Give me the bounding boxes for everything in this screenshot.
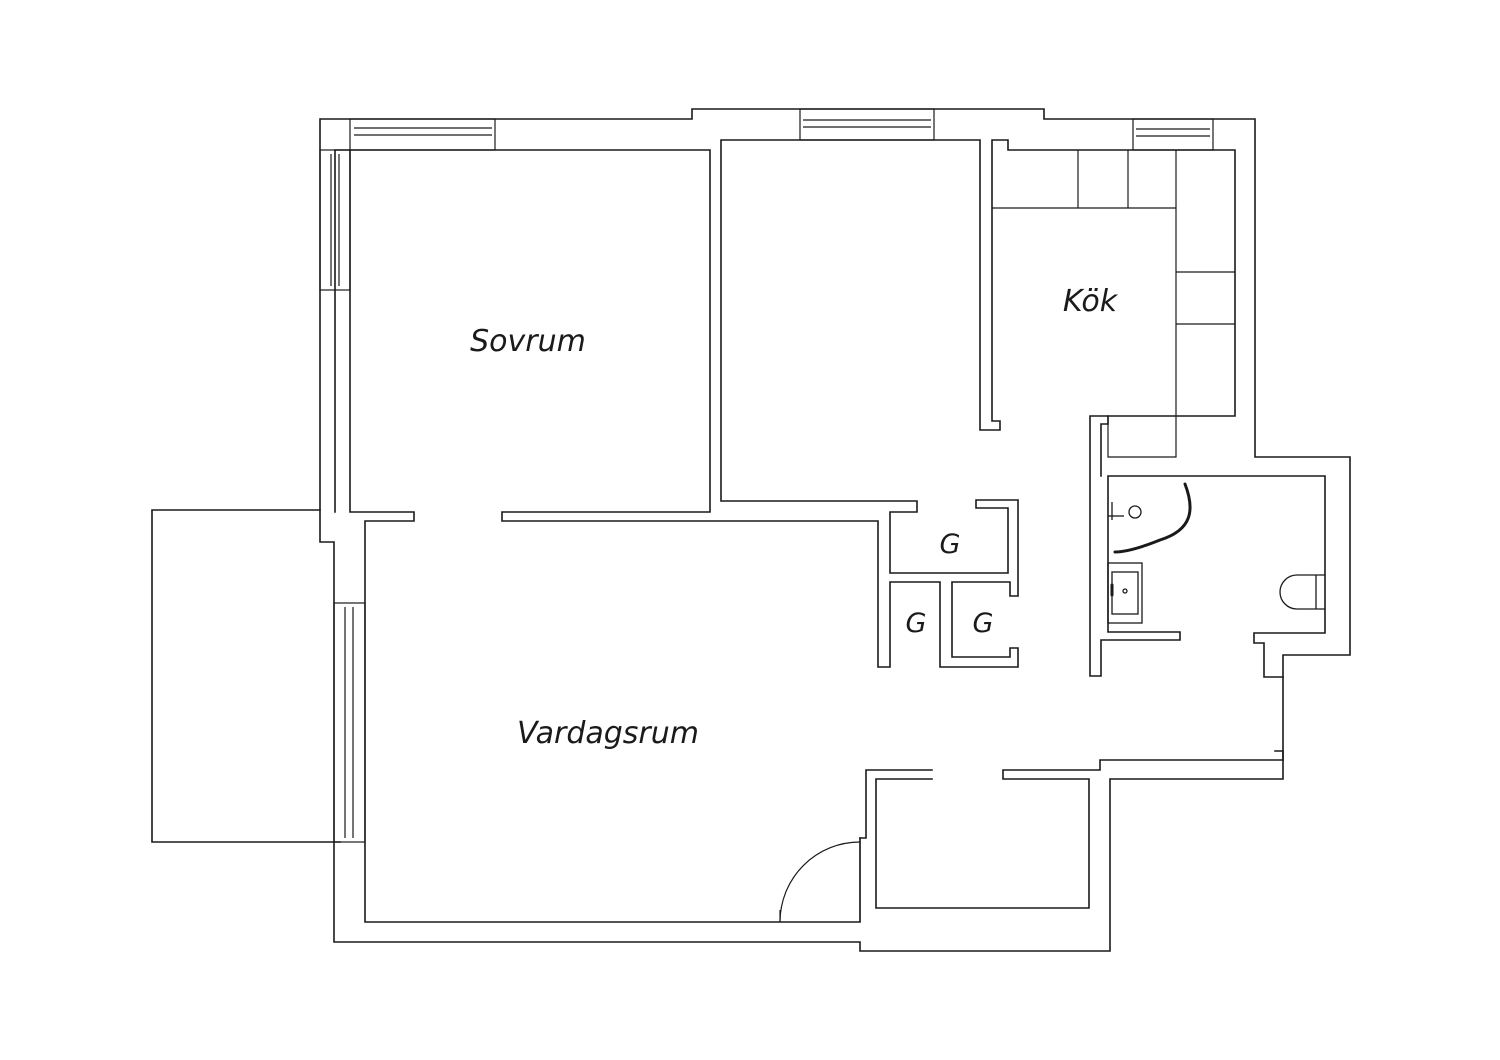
outer-wall bbox=[319, 108, 1351, 952]
sink bbox=[1107, 562, 1143, 624]
entrance-door bbox=[779, 838, 861, 923]
kitchen-counter bbox=[992, 150, 1235, 458]
window-left-lower bbox=[333, 602, 366, 843]
shower bbox=[1108, 482, 1192, 554]
closet-label-3: G bbox=[973, 608, 994, 639]
hallway-room bbox=[859, 750, 1284, 909]
window-left-upper bbox=[319, 149, 351, 291]
window-top-center bbox=[799, 108, 935, 141]
toilet bbox=[1279, 574, 1325, 610]
living-room-label: Vardagsrum bbox=[517, 716, 699, 751]
closet-label-1: G bbox=[940, 529, 961, 560]
kitchen-label: Kök bbox=[1063, 284, 1119, 319]
window-top-right bbox=[1132, 118, 1214, 151]
bedroom-label: Sovrum bbox=[470, 324, 586, 359]
balcony bbox=[151, 509, 341, 843]
window-top-left bbox=[349, 118, 496, 151]
closet-label-2: G bbox=[906, 608, 927, 639]
